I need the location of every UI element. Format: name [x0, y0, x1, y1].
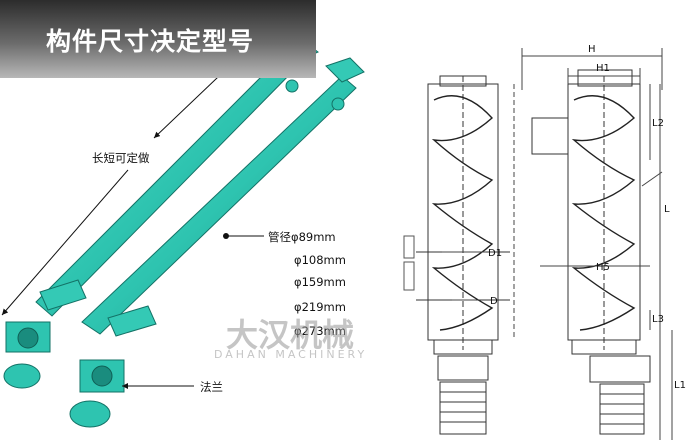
dim-label-H: H: [588, 44, 596, 55]
side-inlet: [531, 117, 569, 155]
top-outlet-back: [285, 79, 299, 93]
gearbox-left: [437, 355, 489, 381]
dim-label-D1: D1: [488, 248, 503, 259]
pipe-diameter-label: 管径φ89mm: [268, 230, 336, 244]
dim-label-L2: L2: [652, 118, 664, 129]
inlet-port-back: [17, 327, 39, 349]
dim-label-L3: L3: [652, 314, 664, 325]
title-banner: 构件尺寸决定型号: [0, 0, 316, 78]
motor-right: [599, 383, 645, 435]
watermark-cn: 大汉机械: [226, 316, 355, 354]
support-plate-back: [39, 279, 87, 311]
flange-label: 法兰: [200, 380, 223, 394]
front-pipe: [81, 75, 357, 335]
technical-drawing: [403, 48, 673, 440]
spiral-left: [431, 95, 494, 331]
top-head-left: [439, 75, 487, 87]
motor-back: [3, 363, 41, 389]
dim-label-L: L: [664, 204, 670, 215]
bottom-base-left: [433, 339, 493, 355]
inlet-port-front: [91, 365, 113, 387]
watermark-en: DAHAN MACHINERY: [214, 348, 368, 361]
dim-label-H5: H5: [596, 262, 610, 273]
gearbox-right: [589, 355, 651, 383]
size-label-273: φ273mm: [294, 324, 346, 338]
length-label: 长短可定做: [92, 151, 150, 165]
length-pointer: [1, 169, 129, 316]
spiral-right: [571, 95, 636, 331]
bottom-base-right: [571, 339, 637, 355]
size-label-108: φ108mm: [294, 253, 346, 267]
pipe-dot: [223, 233, 229, 239]
dim-label-D: D: [490, 296, 498, 307]
dim-label-H1: H1: [596, 63, 610, 74]
top-flange-front: [325, 57, 365, 83]
top-outlet-front: [331, 97, 345, 111]
size-label-219: φ219mm: [294, 300, 346, 314]
support-plate-front: [107, 305, 157, 337]
dim-label-L1: L1: [674, 380, 686, 391]
top-head-right: [577, 69, 633, 87]
motor-left: [439, 381, 487, 435]
back-pipe: [35, 51, 301, 317]
conveyor-3d-illustration: [1, 39, 365, 428]
title-text: 构件尺寸决定型号: [46, 27, 255, 56]
size-label-159: φ159mm: [294, 275, 346, 289]
motor-front: [69, 400, 111, 428]
